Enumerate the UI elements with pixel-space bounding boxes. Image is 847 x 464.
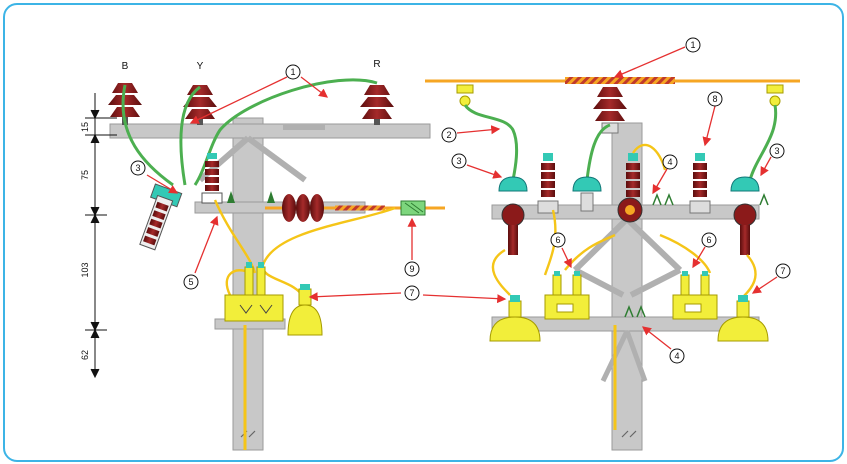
callout-right-4a-text: 4 xyxy=(667,157,672,167)
right-lightning-arresters xyxy=(537,153,711,214)
left-lightning-arrester xyxy=(201,153,223,204)
callout-arrows xyxy=(146,46,778,350)
callout-right-6a: 6 xyxy=(550,232,566,248)
phase-label-y: Y xyxy=(197,61,204,72)
callout-left-9: 9 xyxy=(404,261,420,277)
callout-right-1-text: 1 xyxy=(690,40,695,50)
left-dropout-fuse xyxy=(139,183,183,251)
callout-right-3a-text: 3 xyxy=(456,156,461,166)
callout-left-5-text: 5 xyxy=(188,277,193,287)
callout-right-3b-text: 3 xyxy=(774,146,779,156)
callout-left-1-text: 1 xyxy=(290,67,295,77)
callout-right-4b: 4 xyxy=(669,348,685,364)
right-green-jumpers xyxy=(463,104,778,181)
callout-right-3b: 3 xyxy=(769,143,785,159)
phase-label-r: R xyxy=(373,59,380,70)
left-transformer xyxy=(224,262,284,322)
callout-right-6a-text: 6 xyxy=(555,235,560,245)
dim-15: 15 xyxy=(80,122,90,132)
right-terminal-bells xyxy=(489,295,769,342)
dim-62: 62 xyxy=(80,350,90,360)
callout-left-5: 5 xyxy=(183,274,199,290)
callout-right-6b: 6 xyxy=(701,232,717,248)
callout-left-3: 3 xyxy=(130,160,146,176)
left-terminal-bell xyxy=(287,284,323,336)
right-transformers xyxy=(544,271,718,320)
callout-left-9-text: 9 xyxy=(409,264,414,274)
callout-right-7: 7 xyxy=(775,263,791,279)
callout-right-2-text: 2 xyxy=(446,130,451,140)
callout-left-1: 1 xyxy=(285,64,301,80)
callout-left-3-text: 3 xyxy=(135,163,140,173)
callout-right-2: 2 xyxy=(441,127,457,143)
right-centre-insulator xyxy=(593,87,627,134)
callout-right-8-text: 8 xyxy=(712,94,717,104)
phase-label-b: B xyxy=(122,61,129,72)
callout-shared-7-text: 7 xyxy=(409,288,414,298)
callout-right-3a: 3 xyxy=(451,153,467,169)
callout-right-7-text: 7 xyxy=(780,266,785,276)
left-top-crossarm xyxy=(109,123,431,139)
dim-75: 75 xyxy=(80,170,90,180)
callout-right-8: 8 xyxy=(707,91,723,107)
pole-mounting-diagram: B Y R 15 75 103 62 xyxy=(80,37,800,451)
left-strain-insulator xyxy=(265,194,445,222)
callout-right-4b-text: 4 xyxy=(674,351,679,361)
callout-right-4a: 4 xyxy=(662,154,678,170)
callout-right-6b-text: 6 xyxy=(706,235,711,245)
diagram-frame: B Y R 15 75 103 62 xyxy=(3,3,844,462)
callout-shared-7: 7 xyxy=(404,285,420,301)
dim-103: 103 xyxy=(80,262,90,277)
callout-right-1: 1 xyxy=(685,37,701,53)
left-pole-structure xyxy=(109,117,431,451)
right-cutout-fuses xyxy=(498,176,760,255)
dimension-lines xyxy=(85,93,117,379)
